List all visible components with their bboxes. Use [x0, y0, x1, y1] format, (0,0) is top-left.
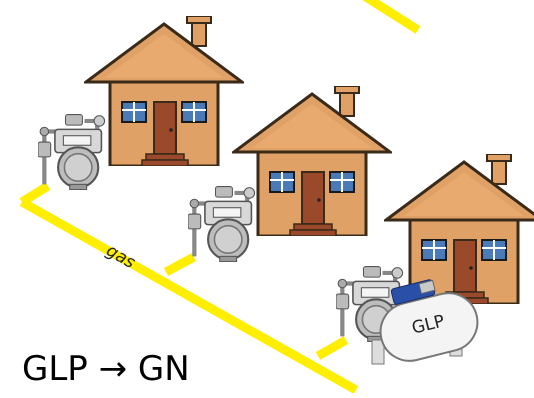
- house-1: [84, 16, 244, 166]
- house-3: [384, 154, 534, 304]
- conversion-caption: GLP → GN: [22, 349, 190, 389]
- lpg-tank: GLP: [371, 279, 479, 365]
- gas-meter-2: [188, 187, 255, 262]
- house-2: [232, 86, 392, 236]
- gas-pipeline: [19, 0, 421, 394]
- gas-meter-1: [38, 115, 105, 190]
